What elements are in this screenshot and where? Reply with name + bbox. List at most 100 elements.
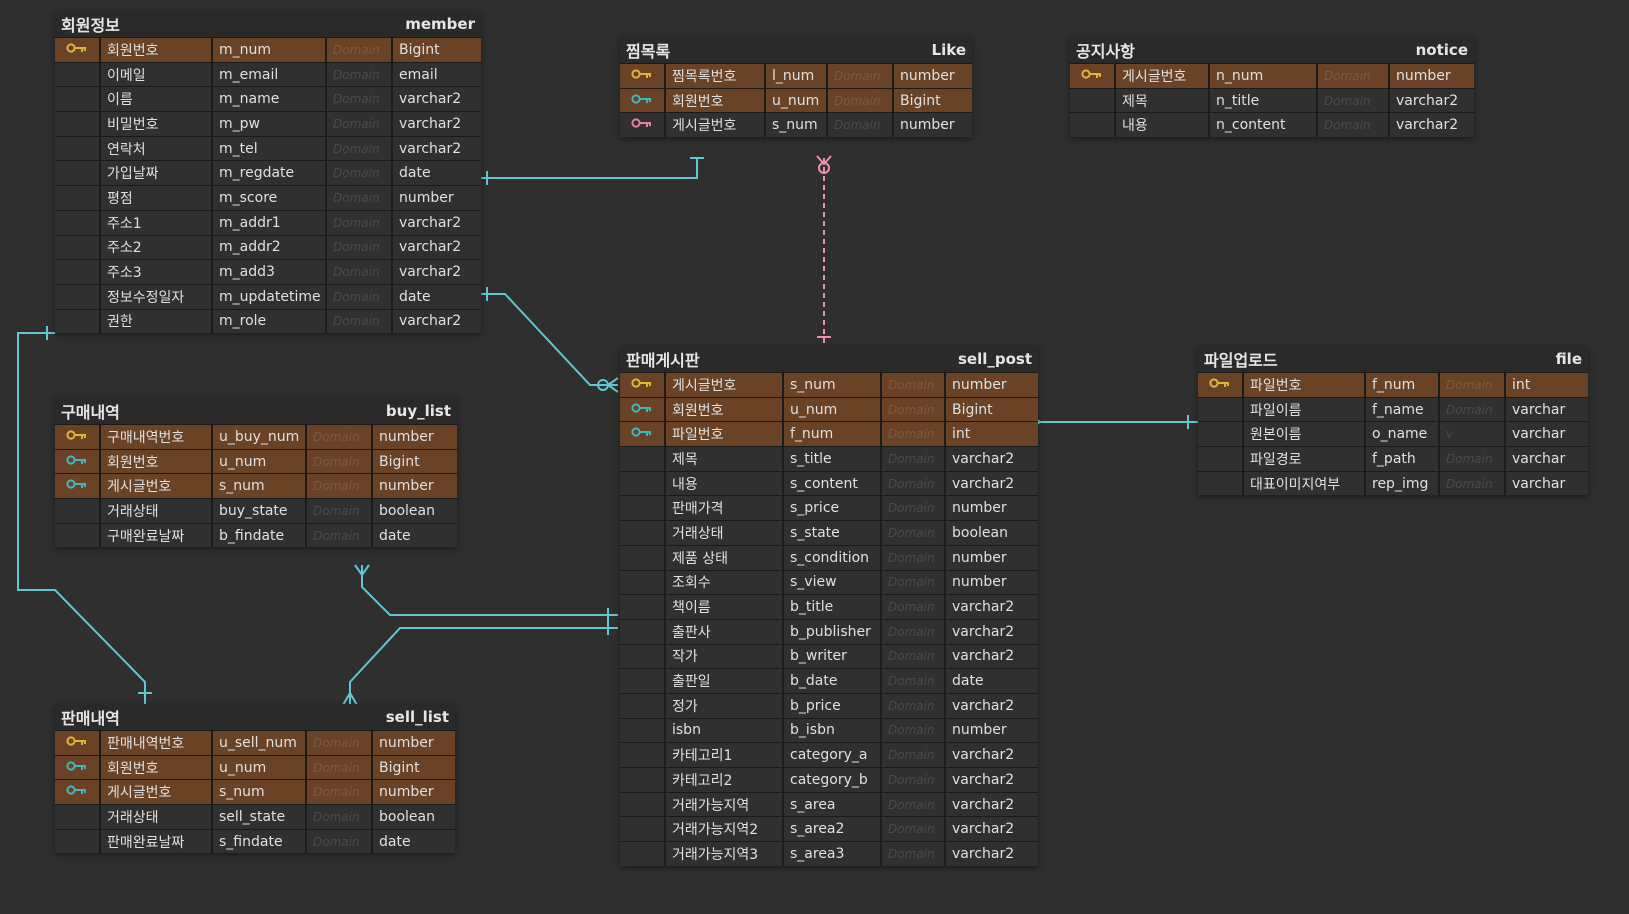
column-type: Bigint xyxy=(946,397,1038,422)
entity-table-name: notice xyxy=(1415,41,1468,59)
key-cell xyxy=(55,161,99,186)
entity-title: 판매내역 xyxy=(61,709,120,728)
column-domain: Domain xyxy=(882,693,944,718)
column-label: 회원번호 xyxy=(101,38,211,62)
column-domain: Domain xyxy=(882,619,944,644)
column-label: 게시글번호 xyxy=(1116,64,1208,88)
key-cell xyxy=(55,38,99,62)
key-cell xyxy=(55,425,99,449)
key-cell xyxy=(55,210,99,235)
column-domain: Domain xyxy=(327,87,391,112)
column-label: 구매내역번호 xyxy=(101,425,211,449)
key-cell xyxy=(620,644,664,669)
column-type: varchar xyxy=(1506,397,1588,422)
foreign-key-icon xyxy=(66,784,88,800)
key-cell xyxy=(55,186,99,210)
column-type: varchar xyxy=(1506,471,1588,496)
key-cell xyxy=(620,768,664,792)
relation-member-sellpost xyxy=(475,293,618,386)
column-domain: Domain xyxy=(327,235,391,260)
column-domain: Domain xyxy=(1318,88,1388,113)
column-label: 거래가능지역2 xyxy=(666,817,782,842)
key-cell xyxy=(55,235,99,260)
relation-member-sellpost-circle xyxy=(597,379,609,391)
column-type: number xyxy=(373,474,457,499)
column-domain: Domain xyxy=(882,644,944,669)
column-type: number xyxy=(393,186,481,210)
column-domain: Domain xyxy=(882,595,944,619)
key-cell xyxy=(620,792,664,817)
column-name: u_sell_num xyxy=(213,731,305,755)
column-name: m_role xyxy=(213,309,325,334)
column-label: 출판사 xyxy=(666,619,782,644)
